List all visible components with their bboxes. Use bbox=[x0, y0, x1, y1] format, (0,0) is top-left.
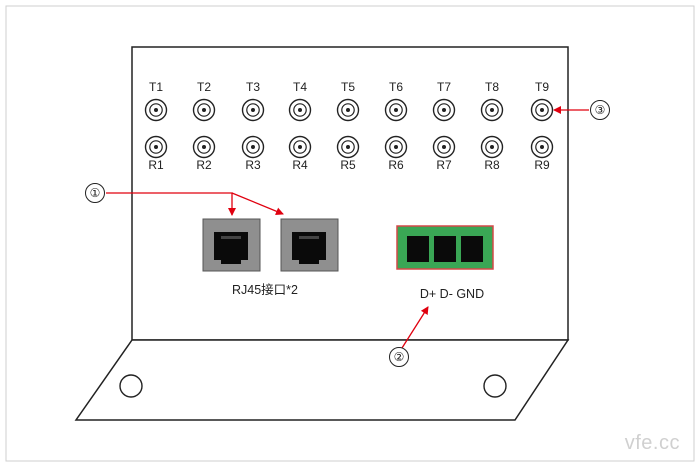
connector-label-bottom: R3 bbox=[245, 158, 261, 172]
terminal-block-icon bbox=[396, 225, 494, 270]
connector-label-top: T7 bbox=[436, 80, 452, 94]
connector-label-bottom: R9 bbox=[534, 158, 550, 172]
callout-2-arrow bbox=[401, 306, 429, 349]
connector-label-bottom: R5 bbox=[340, 158, 356, 172]
callout-3-label: ③ bbox=[590, 100, 610, 120]
connector-label-top: T8 bbox=[484, 80, 500, 94]
bnc-connector-icon bbox=[336, 98, 360, 122]
terminal-caption: D+ D- GND bbox=[419, 287, 485, 301]
bnc-connector-icon bbox=[384, 98, 408, 122]
bnc-connector-icon bbox=[241, 135, 265, 159]
bnc-connector-icon bbox=[336, 135, 360, 159]
connector-label-top: T1 bbox=[148, 80, 164, 94]
bnc-connector-icon bbox=[432, 98, 456, 122]
connector-label-bottom: R7 bbox=[436, 158, 452, 172]
callout-2-label: ② bbox=[389, 347, 409, 367]
connector-label-bottom: R6 bbox=[388, 158, 404, 172]
connector-label-top: T3 bbox=[245, 80, 261, 94]
bnc-connector-icon bbox=[480, 98, 504, 122]
bnc-connector-icon bbox=[192, 98, 216, 122]
mount-hole-left bbox=[119, 374, 143, 398]
connector-label-bottom: R4 bbox=[292, 158, 308, 172]
bnc-connector-icon bbox=[288, 135, 312, 159]
bnc-connector-icon bbox=[144, 98, 168, 122]
connector-label-bottom: R8 bbox=[484, 158, 500, 172]
bnc-connector-icon bbox=[480, 135, 504, 159]
bnc-connector-icon bbox=[241, 98, 265, 122]
connector-label-top: T6 bbox=[388, 80, 404, 94]
connector-label-top: T9 bbox=[534, 80, 550, 94]
bnc-connector-icon bbox=[530, 135, 554, 159]
callout-1-arrows bbox=[106, 192, 284, 216]
bnc-connector-icon bbox=[192, 135, 216, 159]
connector-label-top: T5 bbox=[340, 80, 356, 94]
bnc-connector-icon bbox=[432, 135, 456, 159]
watermark: vfe.cc bbox=[624, 432, 680, 454]
rj45-caption: RJ45接口*2 bbox=[232, 283, 298, 297]
mounting-bracket bbox=[74, 339, 570, 421]
connector-label-bottom: R2 bbox=[196, 158, 212, 172]
bnc-connector-icon bbox=[384, 135, 408, 159]
rj45-port-icon bbox=[202, 218, 261, 272]
rj45-port-icon bbox=[280, 218, 339, 272]
mount-hole-right bbox=[483, 374, 507, 398]
bnc-connector-icon bbox=[288, 98, 312, 122]
connector-label-top: T4 bbox=[292, 80, 308, 94]
connector-label-top: T2 bbox=[196, 80, 212, 94]
bnc-connector-icon bbox=[144, 135, 168, 159]
connector-label-bottom: R1 bbox=[148, 158, 164, 172]
bnc-connector-icon bbox=[530, 98, 554, 122]
callout-1-label: ① bbox=[85, 183, 105, 203]
